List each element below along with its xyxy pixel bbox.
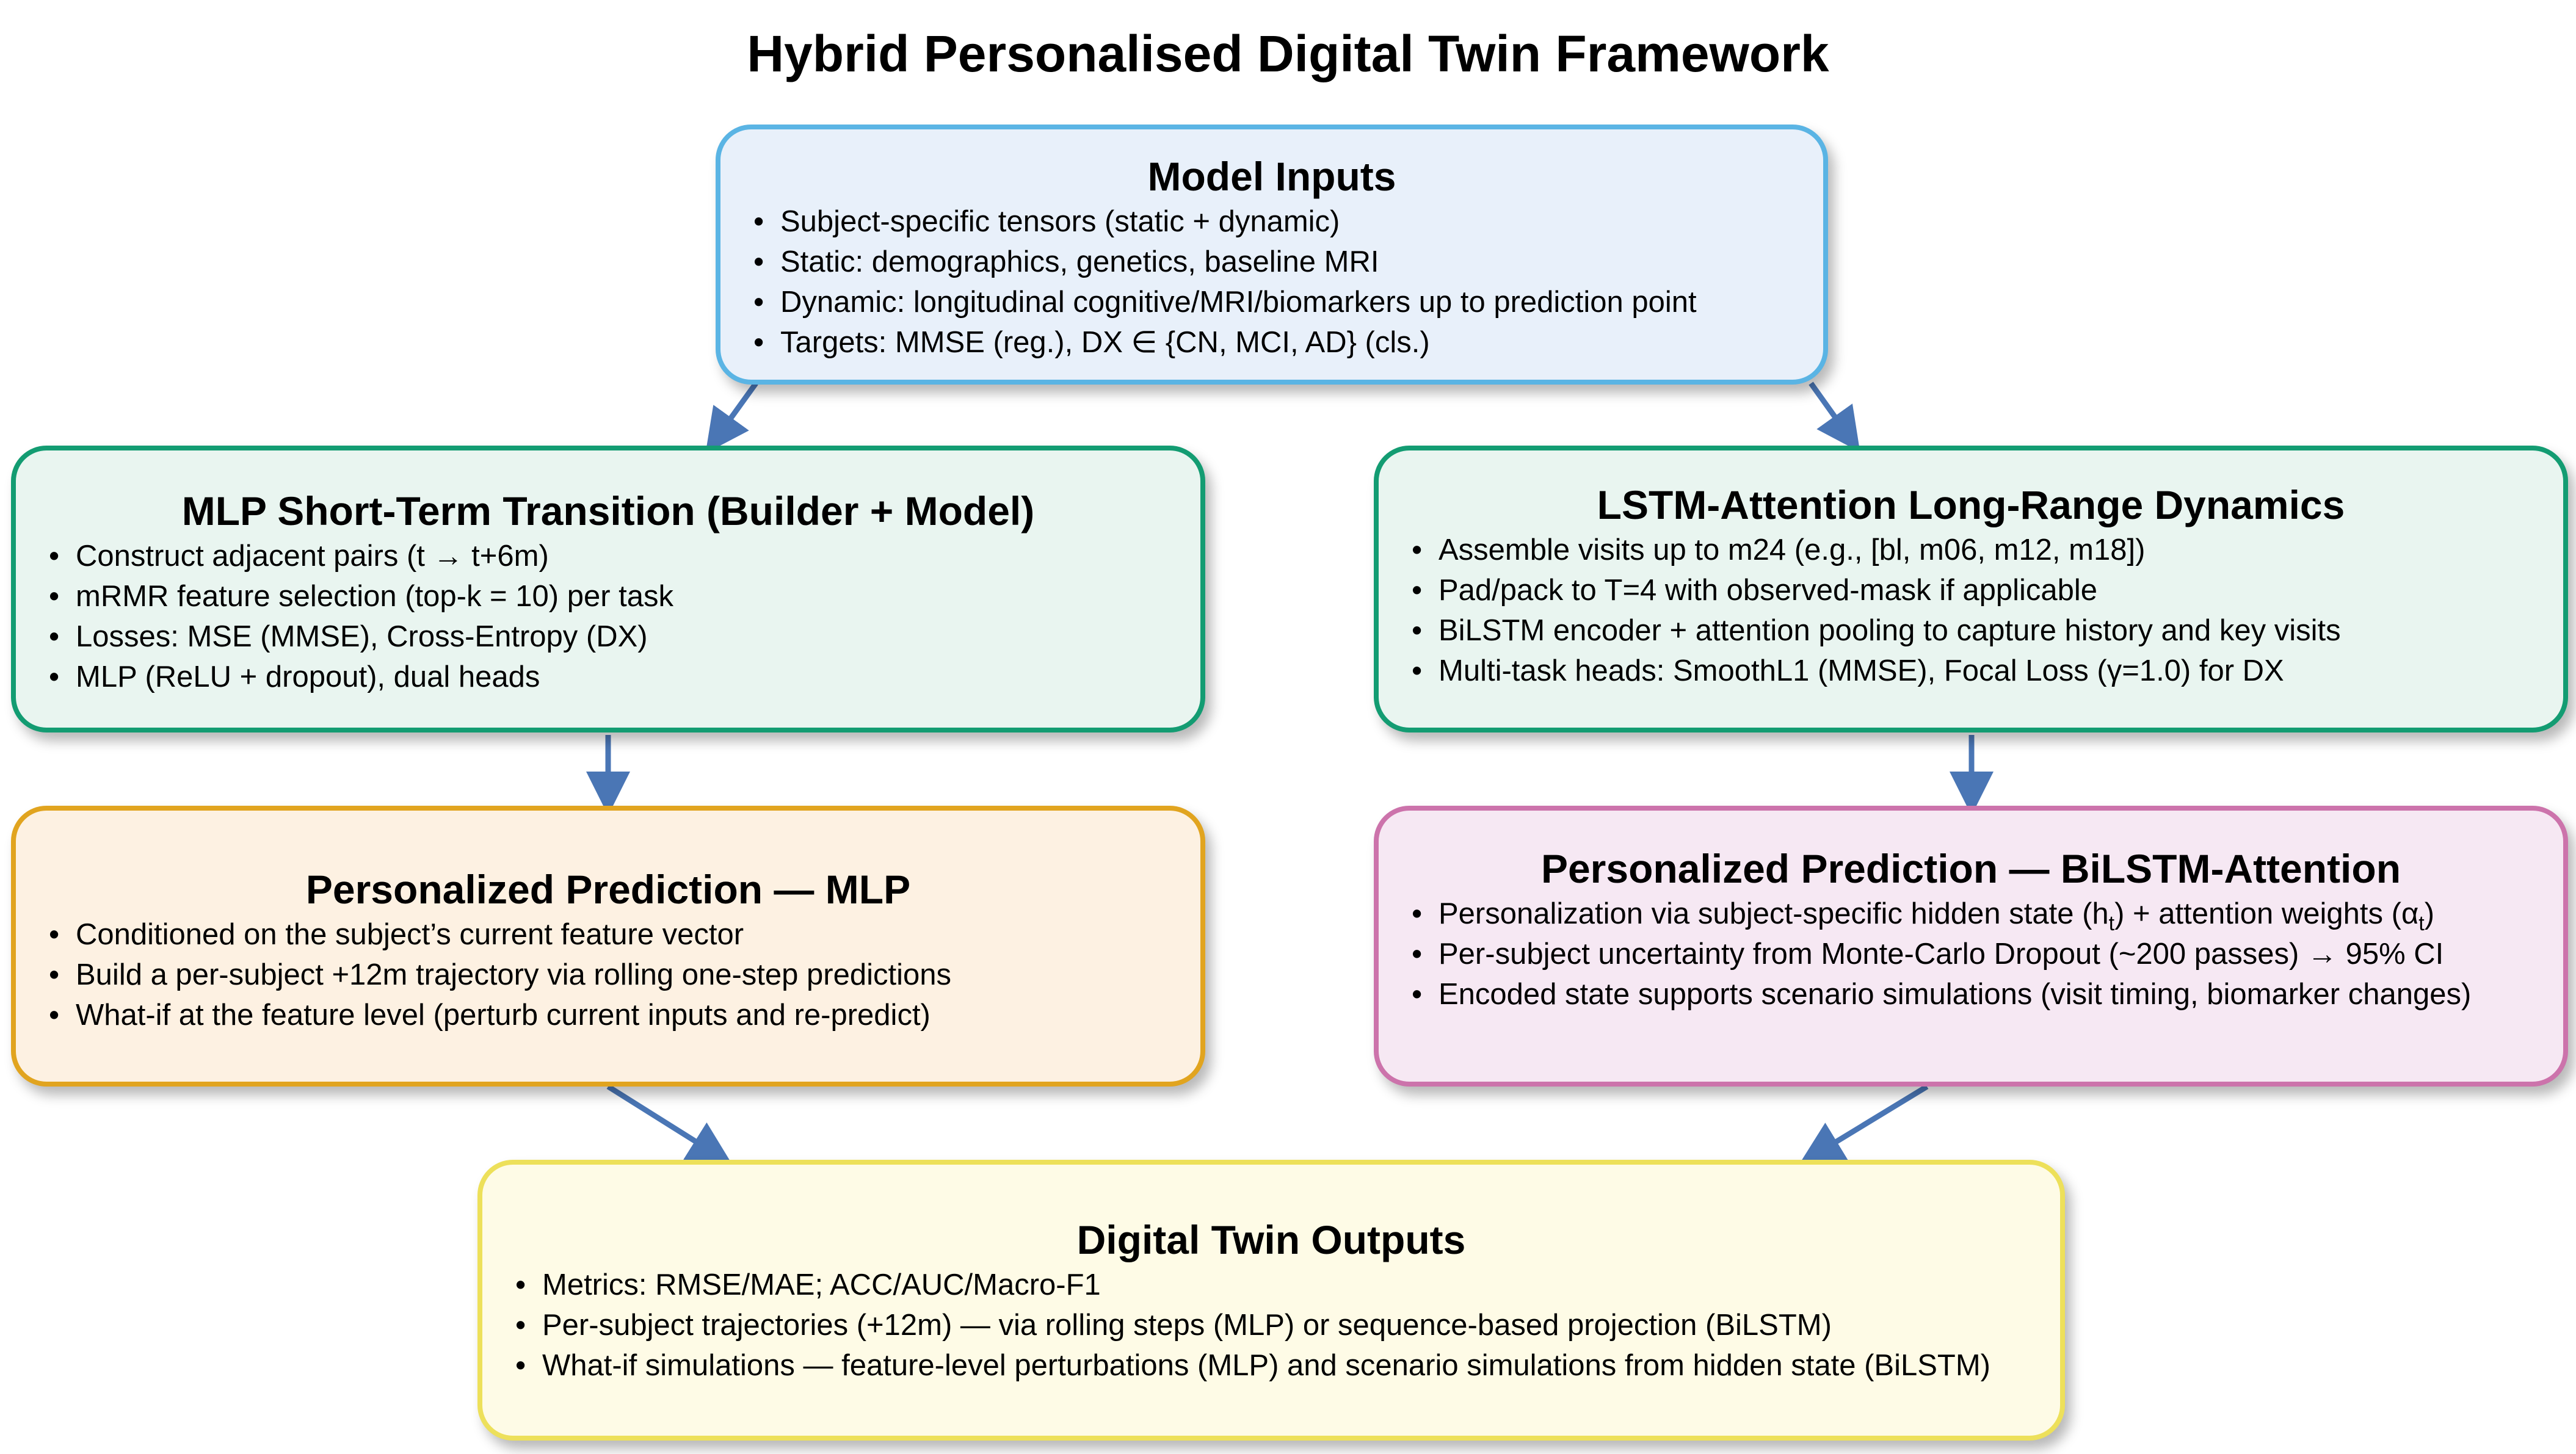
list-item: Metrics: RMSE/MAE; ACC/AUC/Macro-F1 [514, 1265, 2060, 1305]
prediction-mlp-list: Conditioned on the subject’s current fea… [48, 914, 1200, 1035]
prediction-bilstm-box: Personalized Prediction — BiLSTM-Attenti… [1374, 806, 2568, 1087]
lstm-attention-box: LSTM-Attention Long-Range Dynamics Assem… [1374, 446, 2568, 732]
digital-twin-outputs-box: Digital Twin Outputs Metrics: RMSE/MAE; … [477, 1160, 2065, 1441]
list-item: mRMR feature selection (top-k = 10) per … [48, 576, 1200, 617]
item-text: ) [2424, 897, 2435, 930]
mlp-transition-title: MLP Short-Term Transition (Builder + Mod… [181, 488, 1035, 533]
list-item: Assemble visits up to m24 (e.g., [bl, m0… [1410, 530, 2563, 570]
item-text: ) + attention weights (α [2114, 897, 2419, 930]
prediction-mlp-box: Personalized Prediction — MLP Conditione… [11, 806, 1205, 1087]
subscript: t [2418, 911, 2425, 935]
list-item: Pad/pack to T=4 with observed-mask if ap… [1410, 570, 2563, 610]
list-item: Multi-task heads: SmoothL1 (MMSE), Focal… [1410, 651, 2563, 691]
list-item: Targets: MMSE (reg.), DX ∈ {CN, MCI, AD}… [752, 322, 1823, 363]
subscript: t [2108, 911, 2115, 935]
list-item: Encoded state supports scenario simulati… [1410, 974, 2563, 1015]
mlp-transition-list: Construct adjacent pairs (t → t+6m) mRMR… [48, 536, 1200, 697]
list-item: Build a per-subject +12m trajectory via … [48, 955, 1200, 995]
prediction-bilstm-list: Personalization via subject-specific hid… [1410, 894, 2563, 1015]
list-item: What-if simulations — feature-level pert… [514, 1345, 2060, 1386]
list-item: Per-subject trajectories (+12m) — via ro… [514, 1305, 2060, 1345]
lstm-attention-list: Assemble visits up to m24 (e.g., [bl, m0… [1410, 530, 2563, 691]
model-inputs-title: Model Inputs [1147, 154, 1396, 199]
list-item: Subject-specific tensors (static + dynam… [752, 201, 1823, 242]
list-item: Construct adjacent pairs (t → t+6m) [48, 536, 1200, 576]
list-item: MLP (ReLU + dropout), dual heads [48, 657, 1200, 697]
list-item: Losses: MSE (MMSE), Cross-Entropy (DX) [48, 617, 1200, 657]
list-item: Personalization via subject-specific hid… [1410, 894, 2563, 934]
list-item: Per-subject uncertainty from Monte-Carlo… [1410, 934, 2563, 974]
list-item: BiLSTM encoder + attention pooling to ca… [1410, 610, 2563, 651]
arrow-inputs-to-mlp [705, 382, 758, 454]
arrow-mlp-prediction-to-outputs [606, 1084, 733, 1165]
diagram-title: Hybrid Personalised Digital Twin Framewo… [747, 25, 1829, 82]
model-inputs-box: Model Inputs Subject-specific tensors (s… [716, 125, 1828, 385]
list-item: What-if at the feature level (perturb cu… [48, 995, 1200, 1035]
model-inputs-list: Subject-specific tensors (static + dynam… [752, 201, 1823, 363]
arrow-bilstm-prediction-to-outputs [1799, 1084, 1929, 1165]
lstm-attention-title: LSTM-Attention Long-Range Dynamics [1597, 482, 2345, 527]
prediction-bilstm-title: Personalized Prediction — BiLSTM-Attenti… [1540, 846, 2401, 891]
digital-twin-outputs-list: Metrics: RMSE/MAE; ACC/AUC/Macro-F1 Per-… [514, 1265, 2060, 1386]
list-item: Dynamic: longitudinal cognitive/MRI/biom… [752, 282, 1823, 322]
prediction-mlp-title: Personalized Prediction — MLP [305, 867, 911, 912]
list-item: Static: demographics, genetics, baseline… [752, 242, 1823, 282]
list-item: Conditioned on the subject’s current fea… [48, 914, 1200, 955]
arrow-inputs-to-lstm [1809, 382, 1860, 452]
item-text: Personalization via subject-specific hid… [1439, 897, 2109, 930]
mlp-transition-box: MLP Short-Term Transition (Builder + Mod… [11, 446, 1205, 732]
digital-twin-outputs-title: Digital Twin Outputs [1076, 1217, 1466, 1262]
